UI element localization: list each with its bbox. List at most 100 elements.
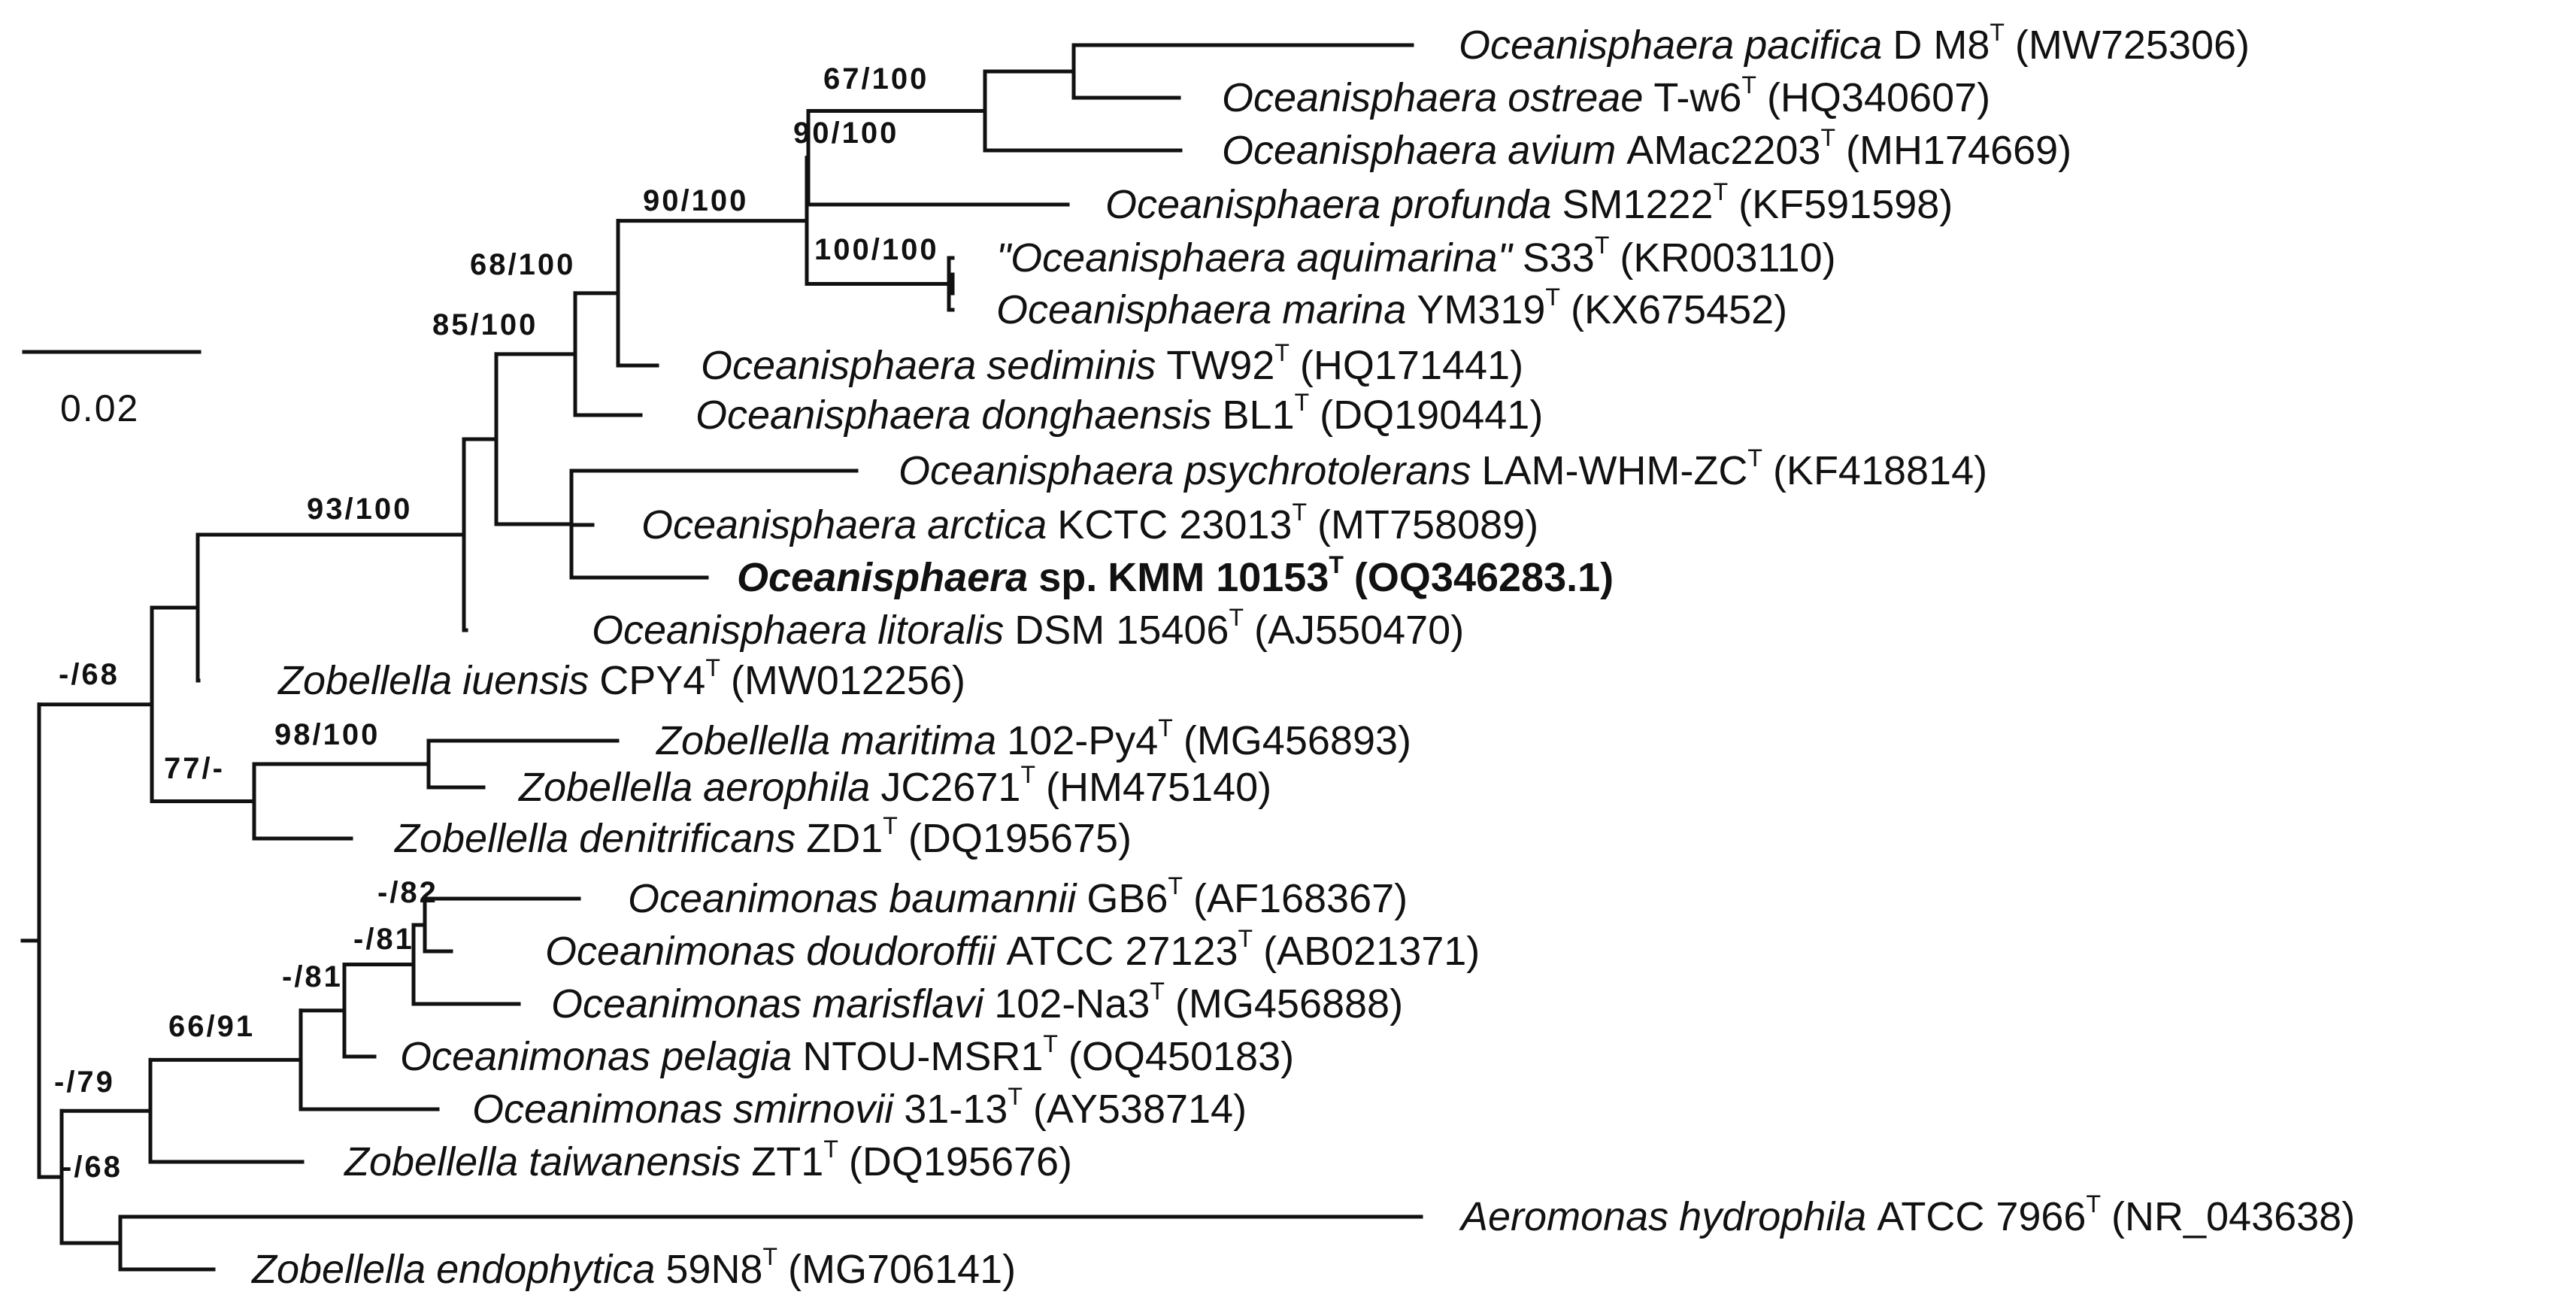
- taxon-epithet: denitrificans: [579, 816, 796, 861]
- taxon-epithet: aerophila: [703, 765, 870, 810]
- taxon-strain: 102-Na3: [994, 981, 1150, 1026]
- scale-bar-label: 0.02: [60, 387, 139, 429]
- taxon-epithet: litoralis: [877, 608, 1004, 653]
- support-value-s16: -/68: [62, 1151, 123, 1184]
- taxon-accession: (MG456893): [1183, 718, 1411, 763]
- taxon-epithet: ostreae: [1508, 75, 1643, 120]
- taxon-accession: (MG456888): [1175, 981, 1403, 1026]
- support-value-s5: 68/100: [470, 248, 575, 281]
- taxon-accession: (MT758089): [1317, 502, 1538, 547]
- taxon-strain: 102-Py4: [1007, 718, 1158, 763]
- taxon-strain: ATCC 27123: [1006, 929, 1238, 974]
- taxon-strain: S33: [1523, 235, 1595, 280]
- taxon-epithet: profunda: [1390, 182, 1551, 227]
- support-value-s6: 85/100: [432, 308, 538, 341]
- taxon-accession: (DQ190441): [1320, 393, 1543, 438]
- taxon-accession: (KF418814): [1773, 448, 1987, 493]
- type-strain-superscript: T: [1747, 444, 1762, 472]
- taxon-genus: Oceanisphaera: [701, 343, 976, 388]
- support-value-s2: 90/100: [793, 117, 899, 150]
- taxon-genus: Oceanisphaera: [1222, 75, 1497, 120]
- type-strain-superscript: T: [1329, 551, 1344, 578]
- taxon-accession: (AB021371): [1263, 929, 1480, 974]
- taxon-accession: (MW725306): [2015, 23, 2250, 68]
- taxon-strain: BL1: [1223, 393, 1295, 438]
- taxon-strain: YM319: [1417, 287, 1545, 332]
- support-value-s1: 67/100: [823, 62, 929, 96]
- taxon-strain: ATCC 7966: [1877, 1194, 2086, 1239]
- support-value-s14: 66/91: [168, 1010, 255, 1043]
- type-strain-superscript: T: [1292, 499, 1307, 526]
- taxon-epithet: doudoroffii: [806, 929, 997, 974]
- taxon-genus: "Oceanisphaera: [996, 235, 1286, 280]
- support-value-s8: -/68: [59, 658, 120, 691]
- taxon-epithet: endophytica: [436, 1247, 655, 1292]
- taxon-epithet: marisflavi: [812, 981, 985, 1026]
- support-value-s10: 77/-: [164, 752, 225, 785]
- type-strain-superscript: T: [1168, 872, 1183, 899]
- taxon-genus: Zobellella: [393, 816, 568, 861]
- taxon-epithet: pelagia: [659, 1034, 792, 1079]
- taxon-accession: (MH174669): [1846, 128, 2071, 173]
- type-strain-superscript: T: [1545, 284, 1560, 311]
- taxon-epithet: sp.: [1038, 555, 1097, 600]
- type-strain-superscript: T: [1238, 925, 1253, 952]
- type-strain-superscript: T: [1150, 978, 1165, 1005]
- type-strain-superscript: T: [1295, 389, 1310, 416]
- taxon-accession: (KR003110): [1620, 235, 1835, 280]
- type-strain-superscript: T: [1714, 178, 1729, 205]
- support-value-s9: 98/100: [274, 718, 380, 751]
- type-strain-superscript: T: [823, 1136, 838, 1163]
- taxon-accession: (AY538714): [1033, 1087, 1247, 1132]
- taxon-accession: (KX675452): [1571, 287, 1787, 332]
- taxon-genus: Oceanisphaera: [996, 287, 1271, 332]
- type-strain-superscript: T: [762, 1243, 777, 1270]
- taxon-accession: (MW012256): [731, 658, 965, 703]
- taxon-accession: (AJ550470): [1254, 608, 1464, 653]
- taxon-epithet: avium: [1508, 128, 1616, 173]
- taxon-genus: Oceanisphaera: [1222, 128, 1497, 173]
- taxon-strain: LAM-WHM-ZC: [1481, 448, 1747, 493]
- taxon-genus: Oceanimonas: [545, 929, 796, 974]
- support-value-s11: -/82: [377, 876, 438, 909]
- type-strain-superscript: T: [883, 812, 898, 839]
- taxon-genus: Zobellella: [250, 1247, 426, 1292]
- taxon-genus: Oceanisphaera: [737, 555, 1028, 600]
- taxon-epithet: marina: [1282, 287, 1406, 332]
- support-value-s3: 90/100: [643, 184, 748, 217]
- taxon-accession: (DQ195676): [849, 1139, 1072, 1184]
- taxon-accession: (OQ450183): [1068, 1034, 1294, 1079]
- taxon-strain: NTOU-MSR1: [802, 1034, 1043, 1079]
- type-strain-superscript: T: [1820, 124, 1835, 151]
- taxon-epithet: pacifica: [1743, 23, 1882, 68]
- taxon-strain: TW92: [1166, 343, 1274, 388]
- taxon-genus: Oceanimonas: [400, 1034, 650, 1079]
- taxon-accession: (AF168367): [1193, 876, 1408, 921]
- taxon-strain: T-w6: [1653, 75, 1741, 120]
- type-strain-superscript: T: [1043, 1030, 1058, 1057]
- taxon-epithet: psychrotolerans: [1183, 448, 1471, 493]
- taxon-accession: (MG706141): [788, 1247, 1016, 1292]
- taxon-strain: KCTC 23013: [1057, 502, 1292, 547]
- type-strain-superscript: T: [705, 654, 720, 681]
- taxon-genus: Zobellella: [517, 765, 692, 810]
- support-value-s7: 93/100: [307, 493, 412, 526]
- taxon-epithet: smirnovii: [733, 1087, 895, 1132]
- support-value-s12: -/81: [353, 923, 414, 956]
- taxon-strain: SM1222: [1562, 182, 1713, 227]
- taxon-strain: DSM 15406: [1014, 608, 1229, 653]
- support-value-s13: -/81: [282, 960, 343, 993]
- taxon-genus: Oceanimonas: [551, 981, 802, 1026]
- taxon-epithet: taiwanensis: [529, 1139, 741, 1184]
- taxon-accession: (HQ340607): [1767, 75, 1990, 120]
- taxon-epithet: baumannii: [889, 876, 1077, 921]
- taxon-strain: 31-13: [904, 1087, 1008, 1132]
